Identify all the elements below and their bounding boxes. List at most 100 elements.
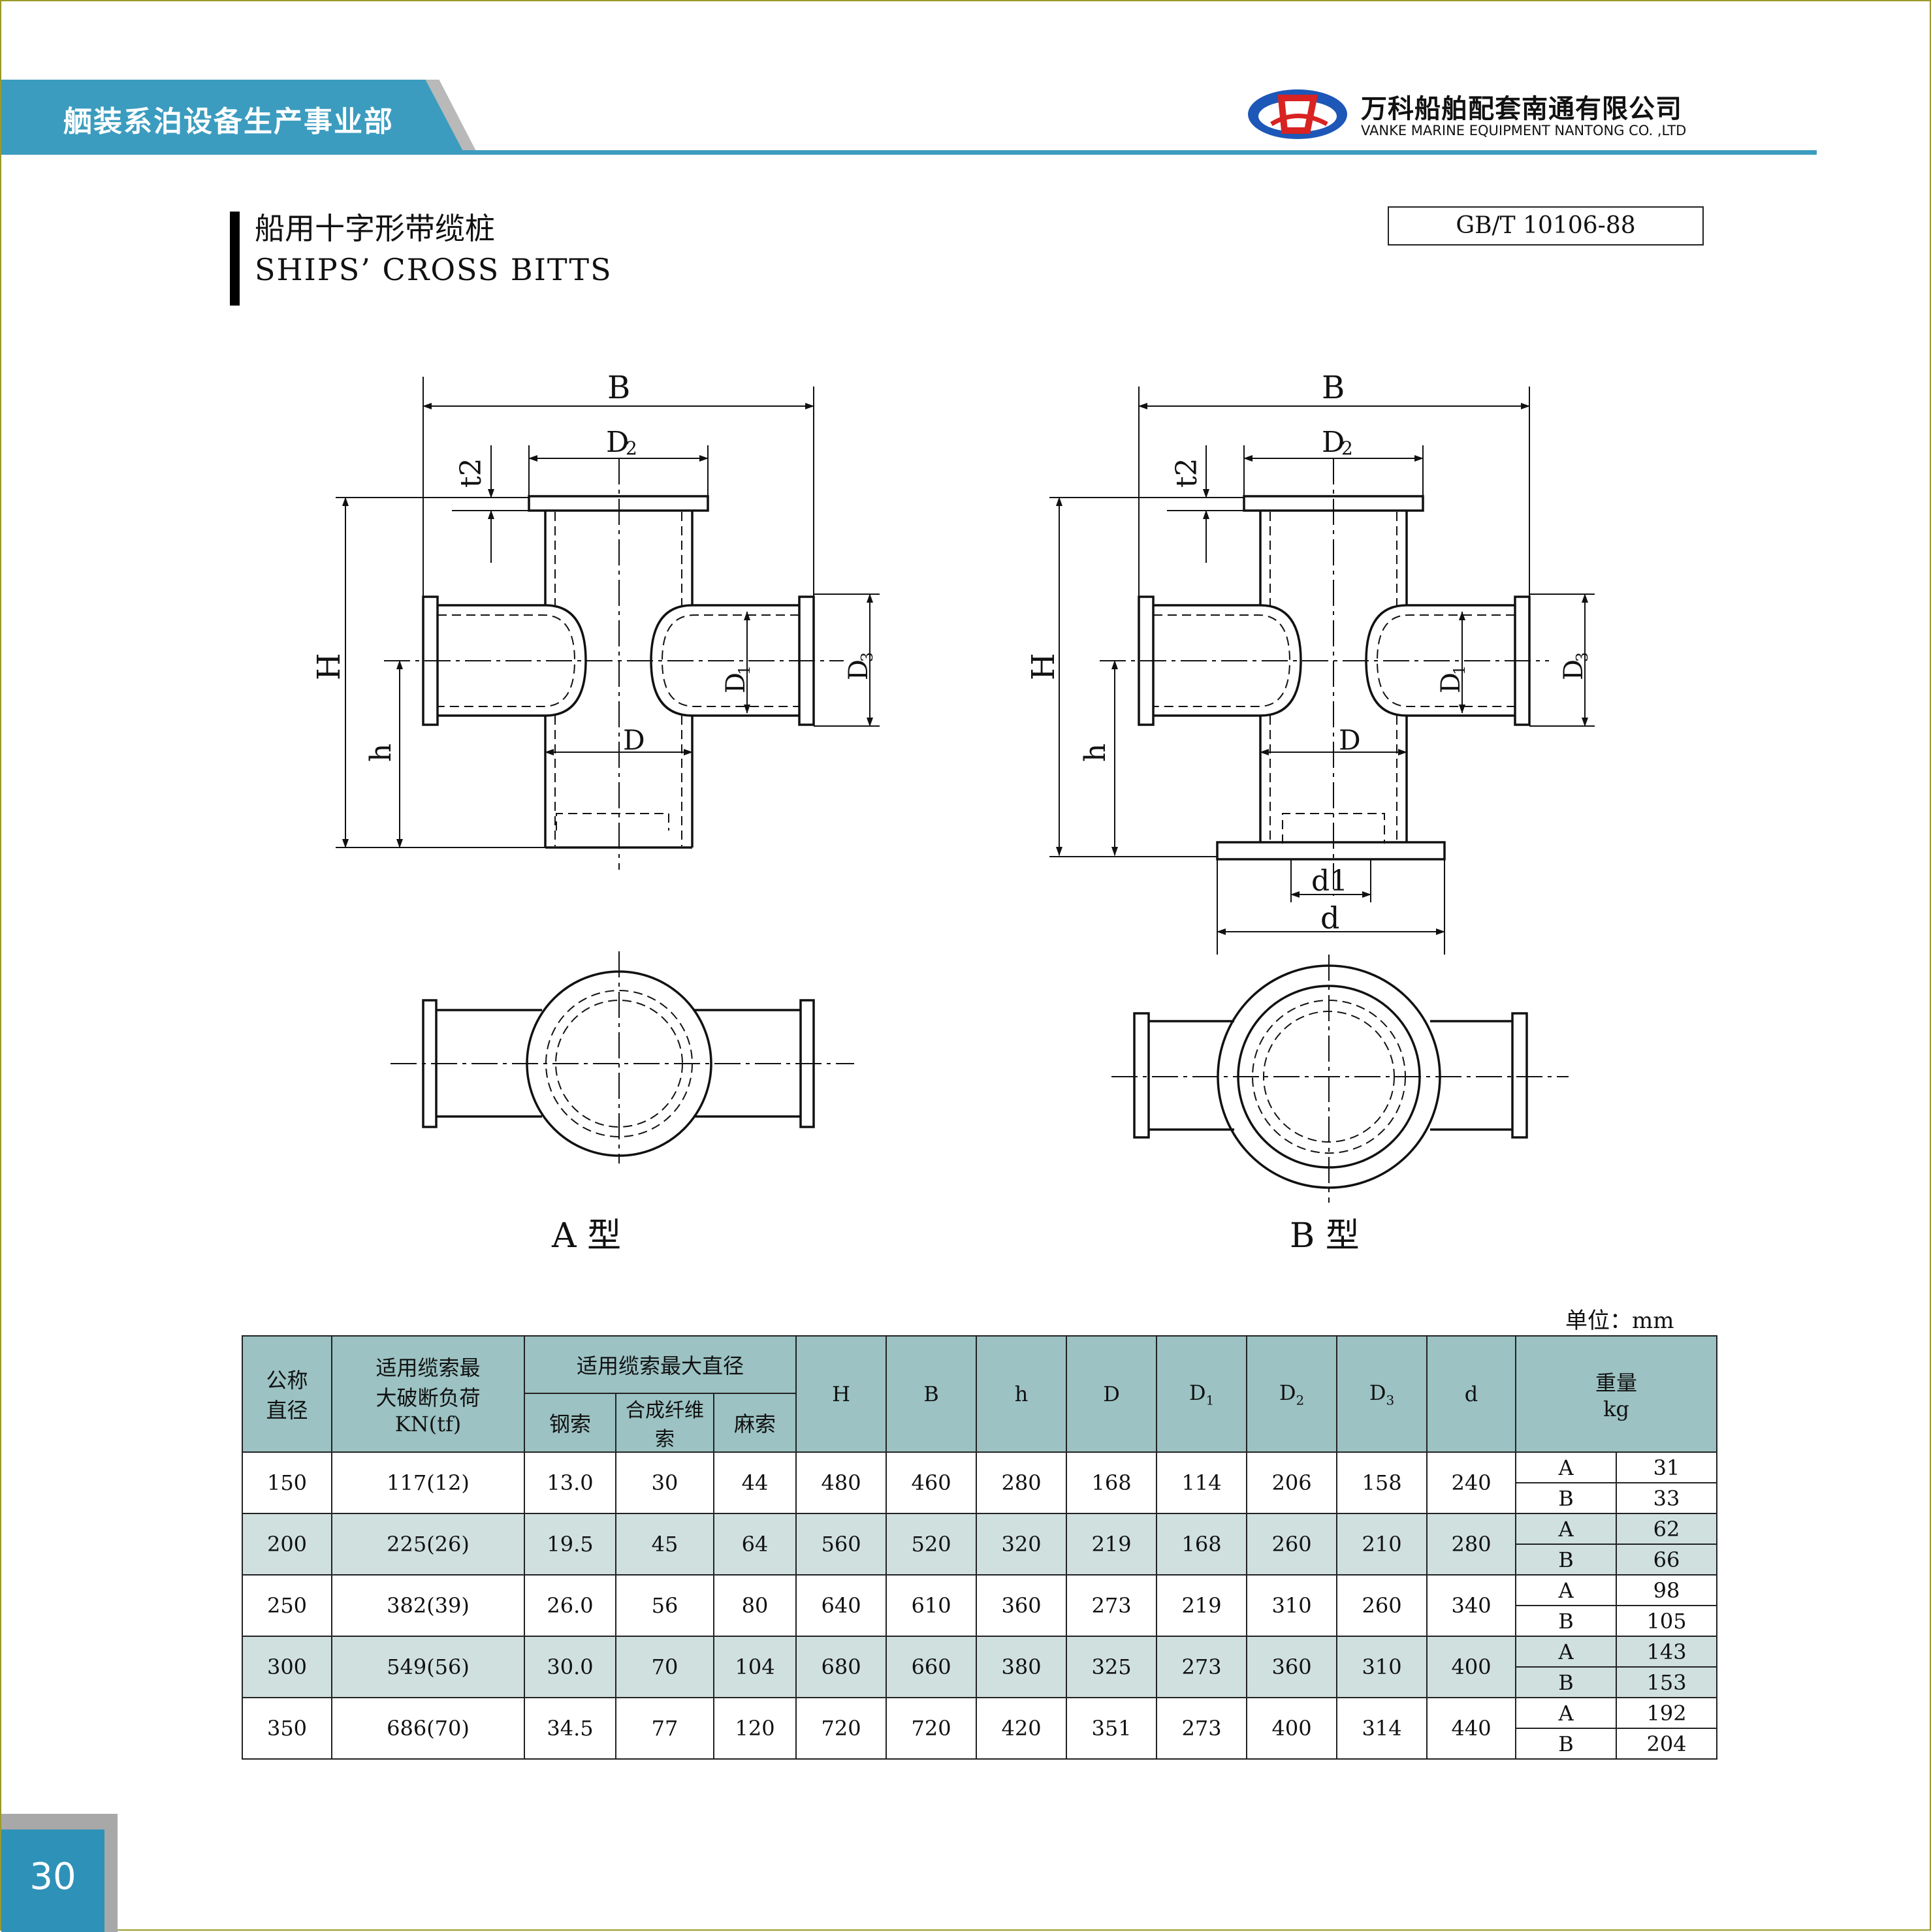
cell-type-a: A xyxy=(1515,1451,1618,1483)
cell-type-a: A xyxy=(1515,1513,1618,1545)
cell-steel: 13.0 xyxy=(524,1451,616,1514)
cell-D2: 260 xyxy=(1246,1513,1338,1576)
label-d1-b-sub: 1 xyxy=(1450,665,1469,675)
cell-syn: 56 xyxy=(615,1574,714,1637)
cell-weight-b: 33 xyxy=(1616,1482,1718,1514)
company-name-cn: 万科船舶配套南通有限公司 xyxy=(1361,94,1682,124)
table-row: B 153 xyxy=(242,1666,1718,1698)
type-a-hidden-lines xyxy=(438,512,799,846)
company-logo xyxy=(1248,89,1347,139)
cell-B: 660 xyxy=(886,1636,978,1698)
table-header-row-2: 钢索 合成纤维索 麻索 xyxy=(242,1393,1717,1453)
cell-D3: 260 xyxy=(1336,1574,1428,1637)
cell-h: 280 xyxy=(976,1451,1068,1514)
cell-D: 273 xyxy=(1066,1574,1158,1637)
type-b-centerlines xyxy=(1100,458,1549,896)
cell-D1: 114 xyxy=(1156,1451,1248,1514)
type-b-hidden-lines xyxy=(1153,512,1515,844)
unit-label: 单位：mm xyxy=(1565,1308,1674,1334)
table-row: B 204 xyxy=(242,1728,1718,1760)
table-row: B 33 xyxy=(242,1482,1718,1514)
cell-H: 720 xyxy=(795,1697,887,1760)
label-d2-b-sub: 2 xyxy=(1341,437,1353,459)
label-d3-b-sub: 3 xyxy=(1573,652,1591,662)
label-d1-small: d1 xyxy=(1311,864,1348,898)
cell-D3: 158 xyxy=(1336,1451,1428,1514)
cell-dn: 150 xyxy=(242,1451,332,1514)
cell-D: 219 xyxy=(1066,1513,1158,1576)
th-d: d xyxy=(1426,1335,1517,1453)
page-number: 30 xyxy=(29,1856,76,1898)
label-d3-a: D xyxy=(844,659,874,680)
label-d1-a-sub: 1 xyxy=(735,665,754,675)
cell-h: 380 xyxy=(976,1636,1068,1698)
product-title-en: SHIPS’ CROSS BITTS xyxy=(255,252,613,287)
cell-D3: 310 xyxy=(1336,1636,1428,1698)
type-b-dimensions xyxy=(1049,387,1595,955)
type-a-dimensions xyxy=(336,377,880,848)
cell-hemp: 80 xyxy=(712,1574,797,1637)
label-t2-b: t2 xyxy=(1170,458,1204,488)
label-d1-a: D xyxy=(721,673,751,693)
header-rule xyxy=(1,150,1817,155)
cell-D: 325 xyxy=(1066,1636,1158,1698)
cell-hemp: 104 xyxy=(712,1636,797,1698)
cell-load: 117(12) xyxy=(331,1451,525,1514)
type-b-caption: B 型 xyxy=(1290,1216,1360,1256)
cell-weight-a: 62 xyxy=(1616,1513,1718,1545)
label-d3-b: D xyxy=(1559,659,1589,680)
cell-weight-b: 105 xyxy=(1616,1605,1718,1637)
title-accent-bar xyxy=(230,212,240,306)
table-row: 150 117(12) 13.0 30 44 480 460 280 168 1… xyxy=(242,1451,1718,1514)
label-h-lower-b: h xyxy=(1079,744,1112,762)
label-b-b: B xyxy=(1322,370,1345,406)
cell-type-b: B xyxy=(1515,1605,1618,1637)
cell-dn: 200 xyxy=(242,1513,332,1576)
cell-D2: 400 xyxy=(1246,1697,1338,1760)
cell-D3: 314 xyxy=(1336,1697,1428,1760)
table-row: 250 382(39) 26.0 56 80 640 610 360 273 2… xyxy=(242,1574,1718,1637)
table-row: B 105 xyxy=(242,1605,1718,1637)
cell-H: 680 xyxy=(795,1636,887,1698)
cell-d: 440 xyxy=(1426,1697,1517,1760)
label-d2-a: D xyxy=(606,426,629,459)
cell-load: 225(26) xyxy=(331,1513,525,1576)
label-h-upper-b: H xyxy=(1025,653,1062,680)
cell-hemp: 120 xyxy=(712,1697,797,1760)
page-number-tab xyxy=(1,1829,104,1932)
cell-syn: 77 xyxy=(615,1697,714,1760)
cell-h: 360 xyxy=(976,1574,1068,1637)
th-steel: 钢索 xyxy=(524,1393,616,1453)
th-D1: D1 xyxy=(1156,1335,1248,1453)
table-row: 350 686(70) 34.5 77 120 720 720 420 351 … xyxy=(242,1697,1718,1760)
cell-d: 340 xyxy=(1426,1574,1517,1637)
label-d-small: d xyxy=(1320,900,1339,936)
cell-steel: 34.5 xyxy=(524,1697,616,1760)
cell-weight-a: 143 xyxy=(1616,1636,1718,1668)
cell-B: 720 xyxy=(886,1697,978,1760)
header-band xyxy=(1,80,426,155)
cell-B: 610 xyxy=(886,1574,978,1637)
label-d-b: D xyxy=(1339,724,1361,756)
cell-weight-a: 31 xyxy=(1616,1451,1718,1483)
th-rope-dia: 适用缆索最大直径 xyxy=(523,1335,797,1394)
th-hemp: 麻索 xyxy=(712,1393,797,1453)
cell-H: 560 xyxy=(795,1513,887,1576)
product-title-cn: 船用十字形带缆桩 xyxy=(255,211,495,246)
cell-D1: 273 xyxy=(1156,1697,1248,1760)
cell-D1: 273 xyxy=(1156,1636,1248,1698)
th-B: B xyxy=(886,1335,978,1453)
cell-H: 640 xyxy=(795,1574,887,1637)
label-t2-a: t2 xyxy=(455,458,488,488)
label-d2-a-sub: 2 xyxy=(626,437,637,459)
cell-D1: 168 xyxy=(1156,1513,1248,1576)
th-synthetic: 合成纤维索 xyxy=(615,1393,714,1453)
label-b-a: B xyxy=(607,370,630,406)
cell-load: 686(70) xyxy=(331,1697,525,1760)
cell-weight-b: 153 xyxy=(1616,1666,1718,1698)
cell-dn: 250 xyxy=(242,1574,332,1637)
